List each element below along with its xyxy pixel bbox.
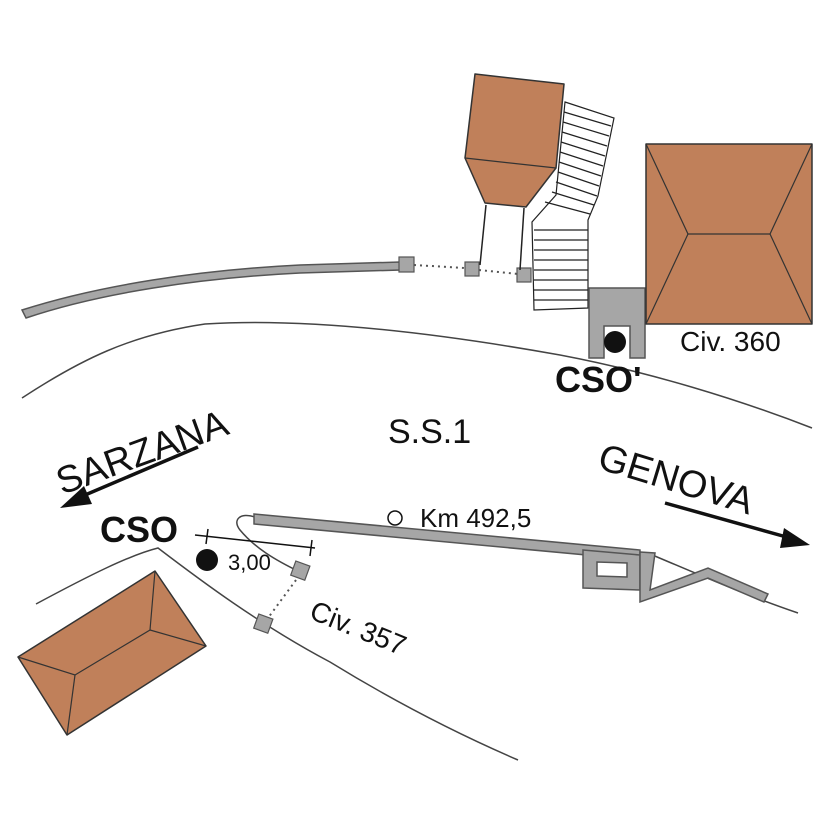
south-building	[17, 570, 207, 736]
kilometer-label: Km 492,5	[420, 503, 531, 533]
building-leg	[479, 204, 487, 266]
south-gate-structure	[582, 549, 641, 591]
wall-pillar	[464, 261, 480, 277]
survey-point-icon	[196, 549, 218, 571]
fence-line	[267, 579, 297, 619]
arrow-right-icon	[664, 501, 810, 548]
north-building-roof	[464, 73, 565, 208]
kilometer-marker-icon	[387, 510, 403, 526]
south-wall-east	[639, 551, 770, 604]
survey-point-icon	[604, 331, 626, 353]
wall-pillar	[398, 256, 415, 273]
road-name-label: S.S.1	[388, 413, 471, 451]
fence-post	[289, 560, 311, 582]
civic-south-label: Civ. 357	[306, 595, 411, 661]
civic-north-label: Civ. 360	[680, 326, 781, 357]
east-building	[645, 143, 813, 325]
cso-label: CSO	[100, 509, 178, 550]
direction-east-label: GENOVA	[593, 436, 759, 523]
roof-ridge	[464, 157, 557, 169]
arrow-left-icon	[60, 445, 199, 508]
stair-steps	[534, 111, 612, 301]
lane-loop	[236, 514, 301, 573]
road-north-edge	[21, 321, 813, 429]
fence-post	[252, 613, 274, 635]
fence-line	[478, 269, 519, 275]
road-south-edge	[35, 547, 519, 761]
wall-pillar	[516, 267, 532, 283]
staircase	[531, 101, 615, 311]
fence-line	[413, 264, 466, 269]
cso-prime-label: CSO'	[555, 359, 642, 400]
cso-prime-enclosure	[588, 287, 646, 359]
north-boundary-wall	[20, 261, 401, 319]
distance-measure	[194, 528, 316, 557]
building-leg	[519, 207, 525, 271]
direction-west-label: SARZANA	[51, 402, 235, 503]
distance-label: 3,00	[228, 550, 271, 575]
